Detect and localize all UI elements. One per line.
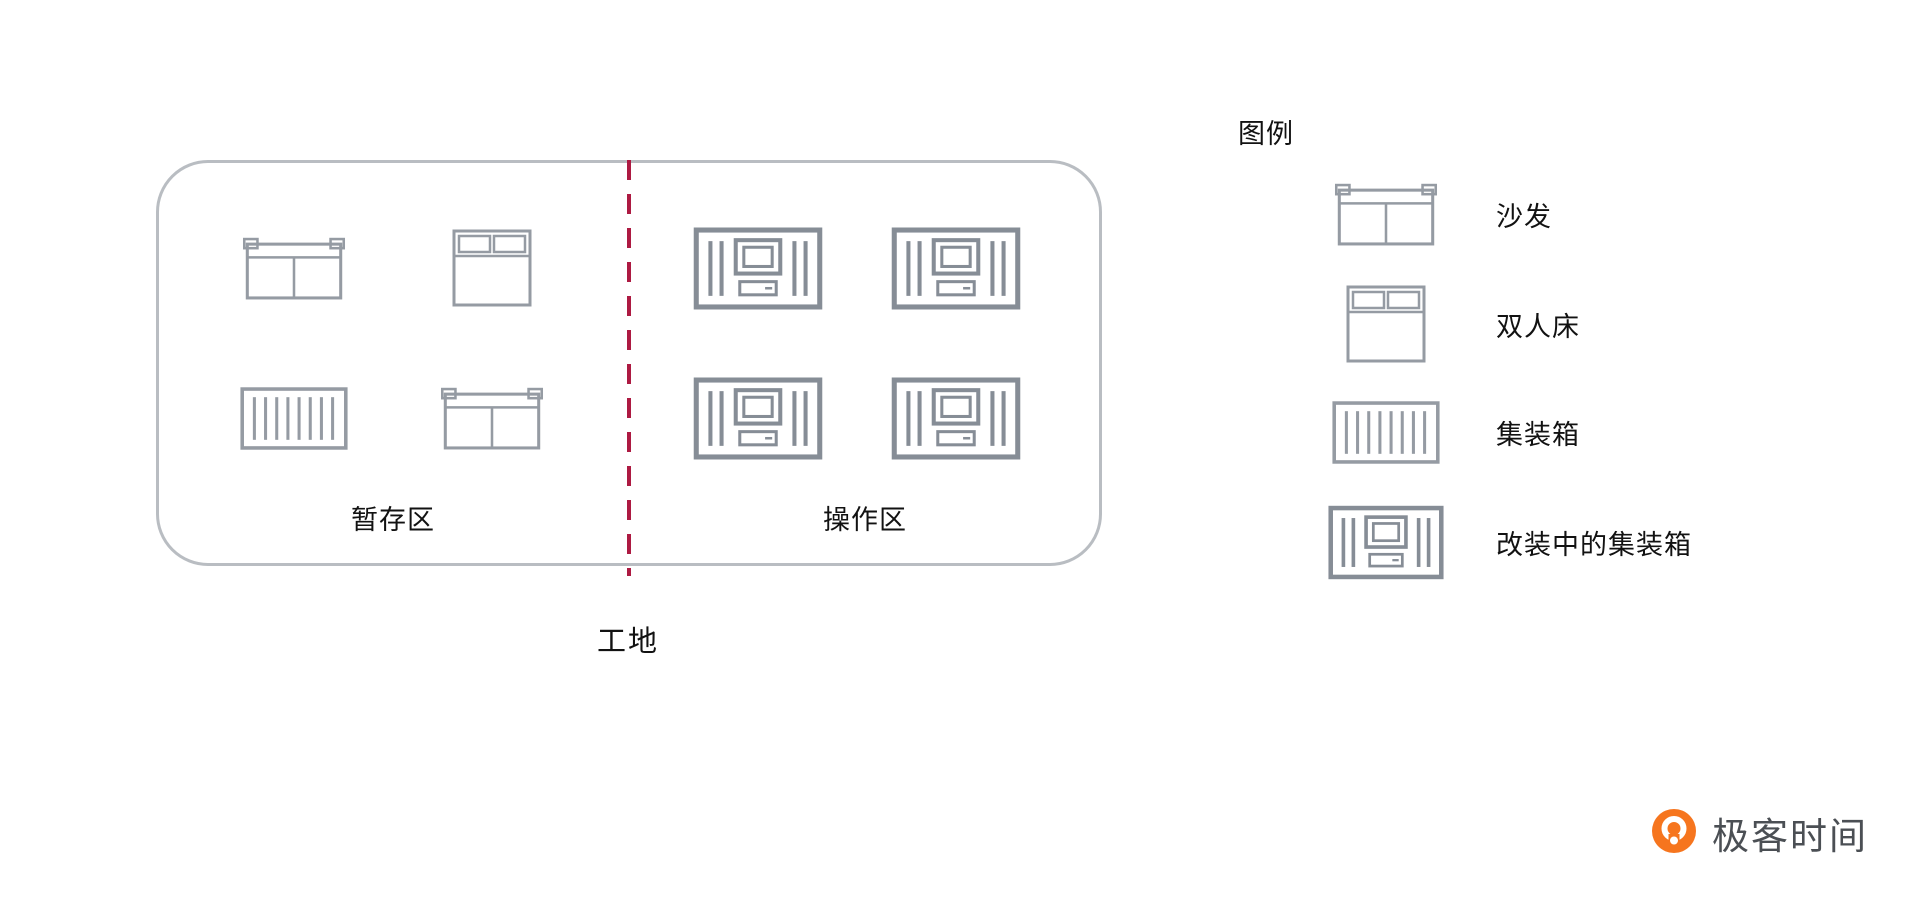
legend-label: 集装箱 (1496, 420, 1580, 450)
legend-item: 双人床 (1238, 284, 1692, 364)
zone-item (891, 377, 1021, 460)
legend-title: 图例 (1238, 119, 1294, 149)
container-mod-legend-icon (1328, 501, 1444, 584)
legend-label: 双人床 (1496, 311, 1580, 342)
zone-operation-label: 操作区 (823, 505, 907, 535)
sofa-icon (241, 235, 347, 302)
sofa-icon (439, 385, 545, 452)
container-mod-icon (1328, 501, 1444, 584)
legend: 图例 沙发双人床集装箱改装中的集装箱 (1238, 112, 1692, 620)
zone-item (439, 385, 545, 452)
legend-item: 改装中的集装箱 (1238, 501, 1692, 584)
container-mod-icon (891, 227, 1021, 310)
site-label: 工地 (596, 626, 659, 658)
legend-items: 沙发双人床集装箱改装中的集装箱 (1238, 181, 1692, 584)
sofa-icon (1333, 181, 1439, 248)
zone-item (693, 377, 823, 460)
zone-staging-label: 暂存区 (351, 505, 435, 535)
zone-item (451, 228, 533, 308)
bed-icon (1345, 284, 1427, 364)
legend-item: 集装箱 (1238, 400, 1692, 465)
container-mod-icon (693, 227, 823, 310)
bed-legend-icon (1328, 284, 1444, 364)
zone-staging-items (195, 193, 591, 493)
zone-item (891, 227, 1021, 310)
zone-operation: 操作区 (631, 163, 1099, 563)
zone-item (693, 227, 823, 310)
legend-label: 沙发 (1496, 202, 1552, 232)
zone-operation-items (659, 193, 1055, 493)
container-mod-icon (891, 377, 1021, 460)
brand-name: 极客时间 (1712, 816, 1868, 857)
brand: 极客时间 (1650, 806, 1868, 860)
sofa-legend-icon (1328, 181, 1444, 248)
container-icon (239, 386, 349, 451)
container-icon (1331, 400, 1441, 465)
bed-icon (451, 228, 533, 308)
legend-label: 改装中的集装箱 (1496, 530, 1692, 560)
zone-item (241, 235, 347, 302)
container-legend-icon (1328, 400, 1444, 465)
geektime-logo-icon (1650, 807, 1698, 860)
zone-staging: 暂存区 (159, 163, 627, 563)
container-mod-icon (693, 377, 823, 460)
zone-divider-dashed-line (627, 160, 631, 576)
zone-item (239, 386, 349, 451)
construction-site-box: 暂存区 操作区 (156, 160, 1102, 576)
legend-item: 沙发 (1238, 181, 1692, 248)
